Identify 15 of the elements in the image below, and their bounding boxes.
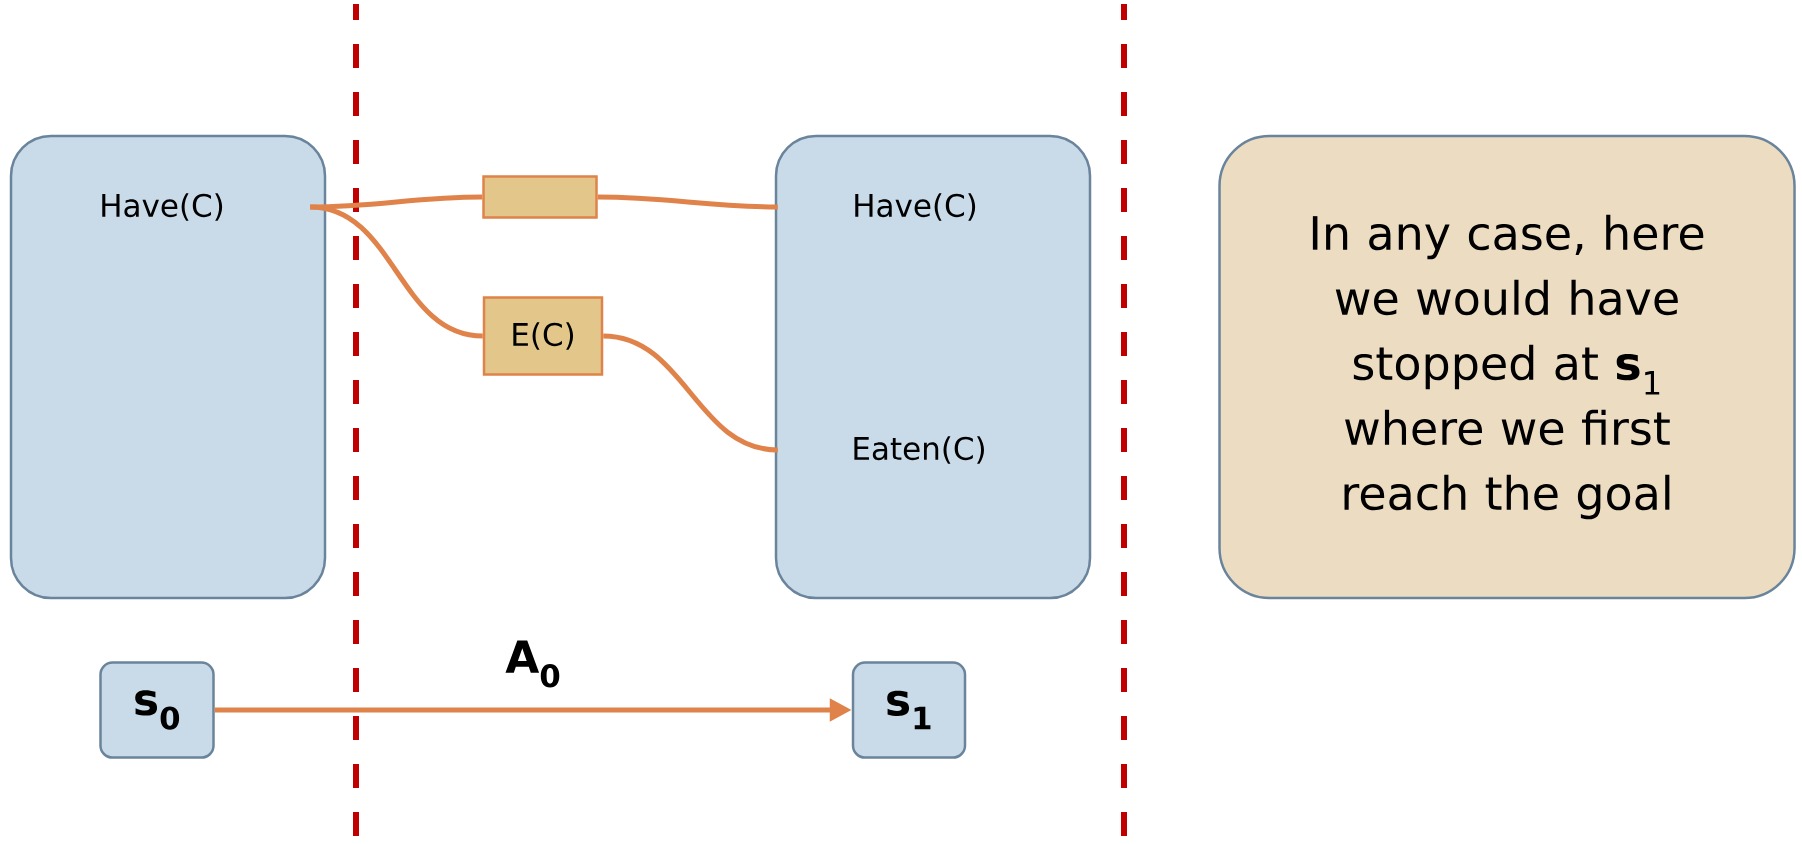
- edge-label: A$_{0}$: [505, 640, 560, 688]
- fact-label: Have(C): [855, 193, 976, 221]
- action-box: E(C): [482, 296, 604, 376]
- connector: [602, 333, 779, 453]
- state-box: [774, 134, 1092, 600]
- state-box: s$_{0}$: [99, 661, 215, 759]
- fact-label: Have(C): [102, 193, 223, 221]
- connector: [597, 194, 778, 210]
- action-box: [482, 175, 598, 219]
- connector: [310, 194, 483, 210]
- fact-label: Eaten(C): [854, 436, 984, 464]
- state-box: s$_{1}$: [851, 661, 967, 759]
- connector: [309, 204, 484, 339]
- state-box: [9, 134, 327, 600]
- note-box: In any case, here we would have stopped at s$_{1}$ where we first reach the goal: [1218, 134, 1796, 600]
